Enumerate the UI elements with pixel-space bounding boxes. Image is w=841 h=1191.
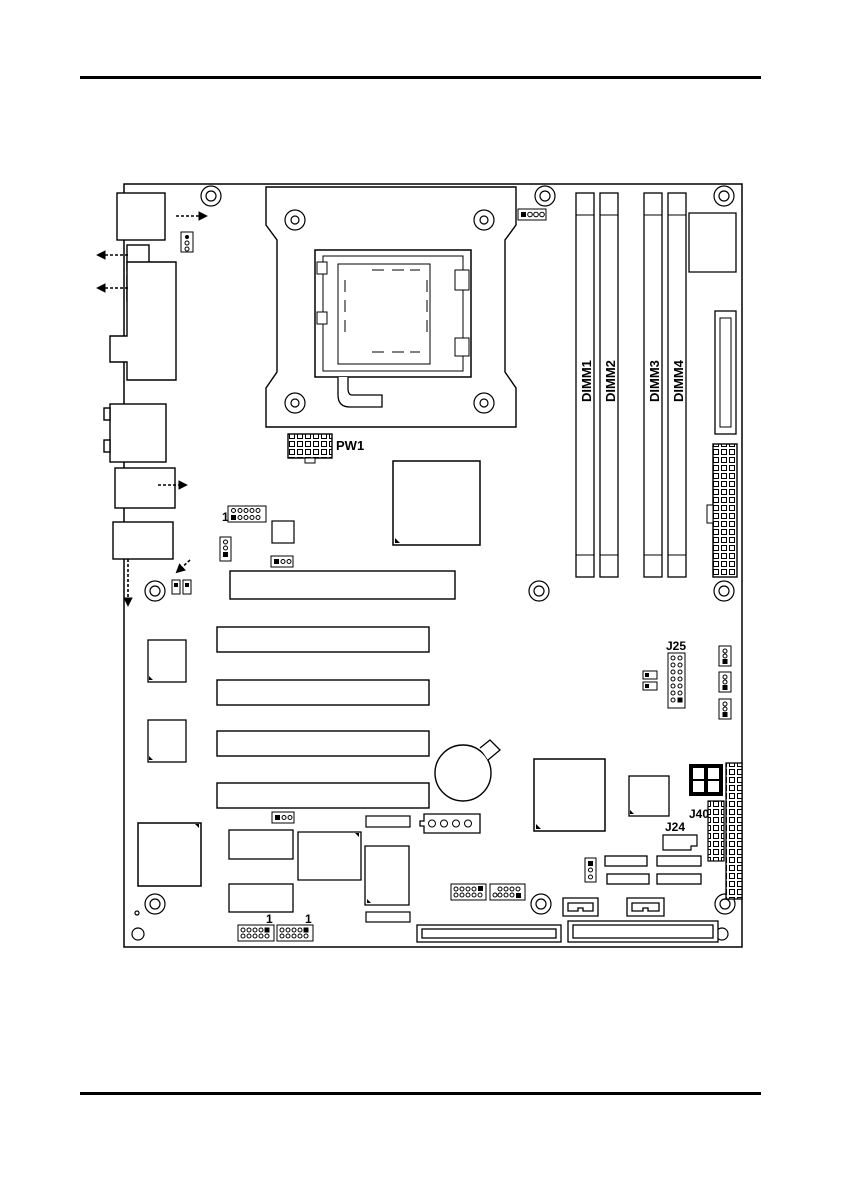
chip-left-2 [148,720,186,762]
southbridge-chip [534,759,605,831]
j25-label: J25 [666,639,686,653]
chip-right [629,776,669,816]
small-chip [272,521,294,543]
pw1-label: PW1 [336,438,364,453]
chassis-component [689,213,736,272]
ps2-port [117,193,165,240]
cpu-fan-header [518,209,546,220]
mount-hole [145,581,165,601]
lower-chip-2 [229,830,293,859]
mount-hole [535,186,555,206]
usb-header-a-pin1: 1 [266,912,273,926]
northbridge-chip [393,461,480,545]
mount-hole [201,186,221,206]
pcie-x16-slot [230,571,455,599]
mount-hole [714,186,734,206]
lan-port [110,404,166,462]
mount-hole [531,894,551,914]
j25-header [668,653,685,708]
j24-label: J24 [665,820,685,834]
small-slot [366,816,410,827]
cpu-socket-land [338,264,430,364]
floppy-connector-bottom [568,921,718,942]
pw1-connector [288,434,332,463]
lower-chip-1 [138,823,201,886]
atx-power-connector [713,444,737,577]
floppy-connector [715,311,736,434]
header-10pin [228,506,266,522]
mount-hole [714,581,734,601]
audio-port [113,522,173,559]
pci-slot-3 [217,731,429,756]
dimm1-label: DIMM1 [579,360,594,402]
power-4pin [689,764,723,796]
small-slot [366,912,410,922]
pci-slot-4 [217,783,429,808]
cpu-socket-area [266,187,516,427]
ide-connector [726,763,742,899]
chip-left-1 [148,640,186,682]
vga-port [110,262,176,380]
usb-stack-port [115,468,175,508]
lower-chip-5 [365,846,409,905]
j40-label: J40 [689,807,709,821]
lower-chip-3 [229,884,293,912]
ide-connector-bottom [417,925,561,942]
pci-slot-2 [217,680,429,705]
mount-hole [529,581,549,601]
dimm2-label: DIMM2 [603,360,618,402]
header-3pin [220,537,231,561]
j40-header [708,801,724,861]
molex-connector [420,814,480,833]
mount-hole [145,894,165,914]
lower-chip-4 [298,832,361,880]
usb-header-b-pin1: 1 [305,912,312,926]
right-headers [719,646,731,719]
dimm4-label: DIMM4 [671,359,686,402]
pci-slot-1 [217,627,429,652]
dimm3-label: DIMM3 [647,360,662,402]
